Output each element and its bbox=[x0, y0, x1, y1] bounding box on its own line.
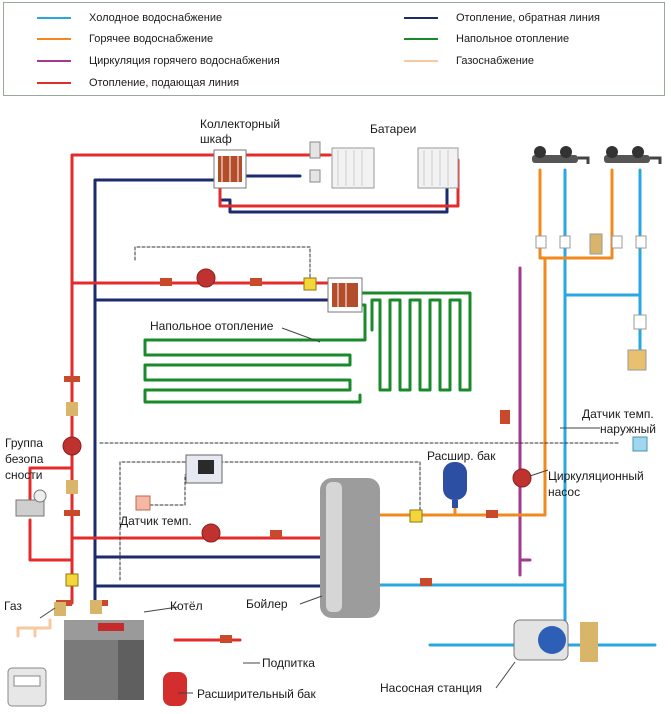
label-expansion-tank-big: Расширительный бак bbox=[197, 687, 316, 701]
legend-label-floor-heating: Напольное отопление bbox=[456, 33, 570, 45]
legend-label-heating-return: Отопление, обратная линия bbox=[456, 12, 600, 24]
legend: Холодное водоснабжение Горячее водоснабж… bbox=[3, 2, 665, 96]
legend-label-gas: Газоснабжение bbox=[456, 55, 535, 67]
label-boiler-tank: Бойлер bbox=[246, 597, 288, 611]
gas-meter bbox=[7, 667, 47, 707]
label-collector-1: Коллекторный bbox=[200, 117, 280, 131]
leader-lines bbox=[39, 327, 600, 694]
radiator-right bbox=[417, 147, 459, 189]
label-safety-1: Группа bbox=[5, 436, 43, 450]
temp-sensor-icon bbox=[135, 495, 151, 511]
collector-cabinet-top bbox=[213, 149, 247, 189]
legend-swatch-cold-water bbox=[37, 17, 71, 19]
label-floor-heating: Напольное отопление bbox=[150, 319, 274, 333]
label-collector-2: шкаф bbox=[200, 132, 232, 146]
safety-group bbox=[15, 489, 47, 517]
label-pump-station: Насосная станция bbox=[380, 681, 482, 695]
legend-swatch-circulation bbox=[37, 60, 71, 62]
label-safety-3: сности bbox=[5, 468, 43, 482]
boiler-tank bbox=[320, 478, 380, 618]
label-circulation-pump-1: Циркуляционный bbox=[548, 469, 644, 483]
circulation-lines bbox=[518, 266, 532, 577]
outdoor-sensor-icon bbox=[632, 436, 648, 452]
mixer-valves bbox=[535, 233, 647, 371]
label-radiators: Батареи bbox=[370, 122, 416, 136]
faucet-left-icon bbox=[532, 146, 590, 164]
label-circulation-pump-2: насос bbox=[548, 485, 580, 499]
pump-icons bbox=[62, 268, 532, 543]
sensor-boxes bbox=[65, 277, 423, 587]
legend-swatch-hot-water bbox=[37, 38, 71, 40]
label-gas: Газ bbox=[4, 599, 22, 613]
label-outdoor-sensor-2: наружный bbox=[600, 422, 656, 436]
label-makeup: Подпитка bbox=[262, 656, 315, 670]
label-expansion-tank-small: Расшир. бак bbox=[427, 449, 496, 463]
radiator-valve-icon bbox=[309, 141, 321, 183]
faucet-right-icon bbox=[604, 146, 662, 164]
gas-supply-lines bbox=[16, 618, 52, 638]
legend-label-circulation: Циркуляция горячего водоснабжения bbox=[89, 55, 280, 67]
expansion-tank-small bbox=[443, 462, 467, 508]
heater-unit bbox=[64, 620, 144, 700]
label-heater: Котёл bbox=[170, 599, 203, 613]
legend-swatch-heating-return bbox=[404, 17, 438, 19]
controller-unit bbox=[185, 454, 223, 484]
valve-icons bbox=[54, 278, 510, 643]
radiator-left bbox=[331, 147, 375, 189]
label-safety-2: безопа bbox=[5, 452, 44, 466]
expansion-tank-big bbox=[163, 672, 187, 706]
legend-swatch-heating-supply bbox=[37, 82, 71, 84]
floor-heating-coil bbox=[143, 291, 472, 404]
hot-water-lines bbox=[378, 168, 614, 517]
label-outdoor-sensor-1: Датчик темп. bbox=[582, 407, 654, 421]
legend-swatch-gas bbox=[404, 60, 438, 62]
legend-label-heating-supply: Отопление, подающая линия bbox=[89, 77, 240, 89]
legend-label-hot-water: Горячее водоснабжение bbox=[89, 33, 214, 45]
pump-station bbox=[513, 619, 598, 662]
diagram-labels: Коллекторный шкаф Батареи Напольное отоп… bbox=[4, 117, 656, 701]
legend-swatch-floor-heating bbox=[404, 38, 438, 40]
legend-label-cold-water: Холодное водоснабжение bbox=[89, 12, 223, 24]
collector-cabinet-floor bbox=[327, 277, 363, 313]
label-temp-sensor: Датчик темп. bbox=[120, 514, 192, 528]
